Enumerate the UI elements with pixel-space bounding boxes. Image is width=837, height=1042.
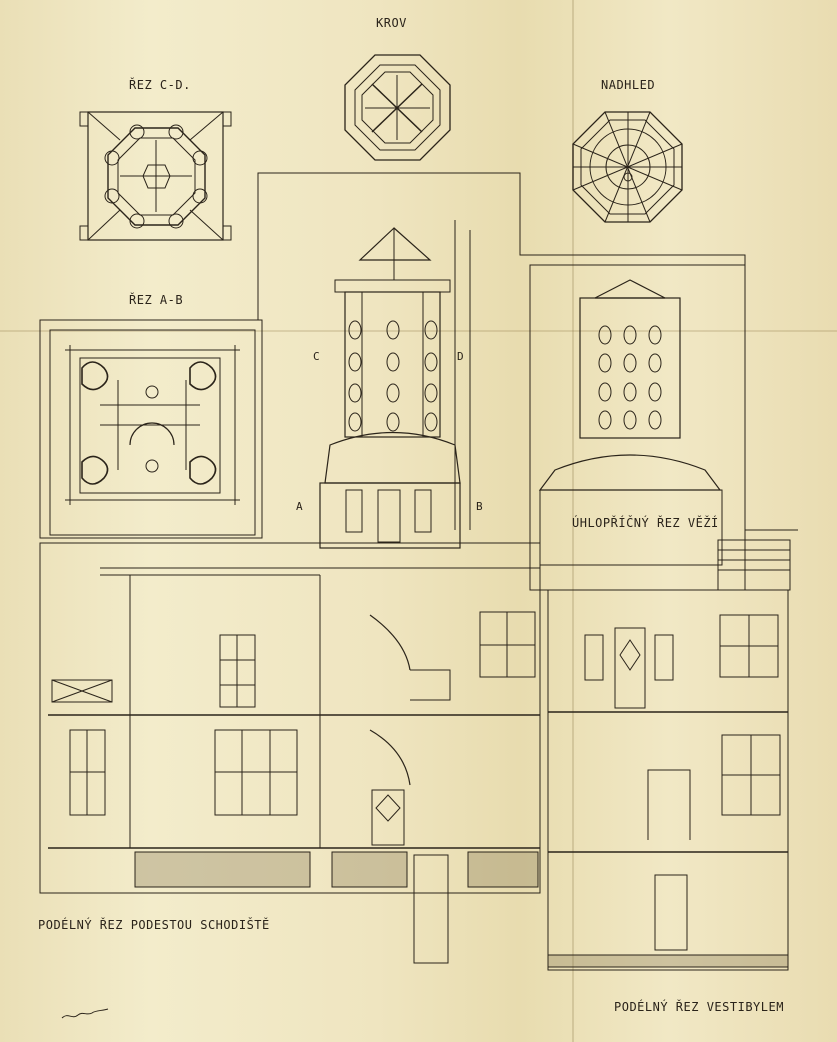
label-krov: KROV (376, 16, 407, 30)
section-ab-plan (39, 319, 263, 539)
paper-fold-vertical (572, 0, 574, 1042)
label-vestibule-section: PODÉLNÝ ŘEZ VESTIBYLEM (614, 1000, 784, 1014)
section-cd-plan (79, 111, 232, 241)
longitudinal-section-vestibule (547, 539, 791, 971)
roof-plan-krov (344, 54, 451, 161)
section-marker-c: C (313, 350, 321, 363)
label-diagonal-section: ÚHLOPŘÍČNÝ ŘEZ VĚŽÍ (572, 516, 719, 530)
label-rez-ab: ŘEZ A-B (129, 293, 184, 307)
diagonal-tower-section (529, 264, 746, 591)
view-nadhled (572, 111, 683, 223)
section-marker-b: B (476, 500, 484, 513)
label-rez-cd: ŘEZ C-D. (129, 78, 191, 92)
section-marker-a: A (296, 500, 304, 513)
longitudinal-section-staircase (39, 542, 541, 964)
tower-longitudinal-section (257, 172, 798, 549)
label-staircase-section: PODÉLNÝ ŘEZ PODESTOU SCHODIŠTĚ (38, 918, 270, 932)
label-nadhled: NADHLED (601, 78, 656, 92)
section-marker-d: D (457, 350, 465, 363)
paper-fold-horizontal (0, 330, 837, 332)
